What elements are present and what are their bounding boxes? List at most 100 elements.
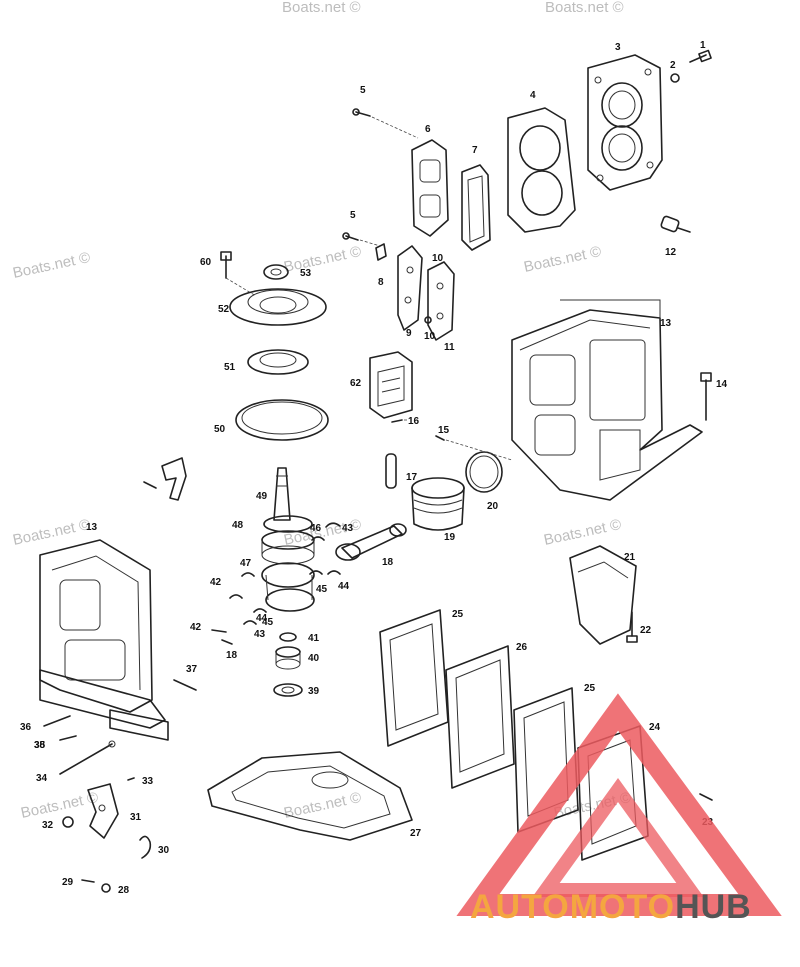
- part-label: 18: [226, 650, 238, 661]
- part-label: 43: [254, 629, 266, 640]
- part-label: 14: [716, 379, 728, 390]
- screw-33[interactable]: [127, 777, 135, 781]
- part-labels: 1 2 3 4 5 5 6 7 8 9 10 10 11 12 13 13 14…: [20, 40, 728, 896]
- screw-29[interactable]: [81, 879, 95, 883]
- bolt-52[interactable]: [220, 251, 257, 297]
- bolt-22[interactable]: [626, 611, 638, 643]
- part-label: 30: [158, 845, 170, 856]
- bearing-half-44-left[interactable]: [253, 608, 267, 613]
- part-label: 36: [20, 722, 32, 733]
- bearing-half-42-upper[interactable]: [325, 522, 341, 528]
- bearing-51[interactable]: [263, 264, 289, 280]
- part-label: 33: [142, 776, 154, 787]
- bearing-half-43-right[interactable]: [327, 570, 341, 575]
- o-ring-40[interactable]: [279, 632, 297, 642]
- screw-41[interactable]: [211, 629, 227, 633]
- bracket-8[interactable]: [375, 243, 387, 261]
- part-label: 8: [378, 277, 384, 288]
- bolt-5-upper[interactable]: [352, 108, 419, 139]
- bearing-46[interactable]: [261, 515, 315, 565]
- part-label: 27: [410, 828, 422, 839]
- part-label: 39: [308, 686, 320, 697]
- retainer-plate-50[interactable]: [229, 288, 327, 326]
- seal-38[interactable]: [273, 683, 303, 697]
- exhaust-cover-6[interactable]: [411, 139, 449, 237]
- part-label: 4: [530, 90, 536, 101]
- screw-62[interactable]: [143, 481, 157, 489]
- part-label: 19: [444, 532, 456, 543]
- screw-10[interactable]: [424, 316, 432, 324]
- logo-triangle: [456, 693, 782, 916]
- part-label: 18: [382, 557, 394, 568]
- part-label: 42: [190, 622, 202, 633]
- plate-25-right[interactable]: [513, 687, 579, 833]
- bolt-1[interactable]: [689, 49, 712, 63]
- screw-18-left[interactable]: [221, 639, 233, 645]
- bracket-31[interactable]: [87, 783, 119, 839]
- part-label: 29: [62, 877, 74, 888]
- pin-16[interactable]: [391, 419, 408, 423]
- reed-plate-11[interactable]: [427, 261, 455, 341]
- piston-19[interactable]: [411, 477, 465, 531]
- part-label: 25: [452, 609, 464, 620]
- part-label: 16: [408, 416, 420, 427]
- head-gasket-4[interactable]: [507, 107, 576, 233]
- part-label: 17: [406, 472, 418, 483]
- bearing-half-43-left[interactable]: [243, 620, 257, 625]
- part-label: 20: [487, 501, 499, 512]
- crankcase-left-13[interactable]: [39, 539, 169, 741]
- bearing-half-45-left[interactable]: [241, 572, 255, 577]
- plate-26[interactable]: [445, 645, 515, 789]
- part-label: 62: [350, 378, 362, 389]
- reed-plate-9[interactable]: [397, 245, 423, 331]
- part-label: 9: [406, 328, 412, 339]
- part-label: 32: [42, 820, 54, 831]
- logo-text-hub: HUB: [675, 888, 752, 926]
- part-label: 60: [200, 257, 212, 268]
- stud-15[interactable]: [435, 435, 513, 461]
- screw-23[interactable]: [699, 793, 713, 801]
- piston-ring-20[interactable]: [465, 451, 503, 493]
- part-label: 42: [210, 577, 222, 588]
- crankshaft-47[interactable]: [273, 467, 291, 521]
- thermostat-12[interactable]: [660, 215, 691, 233]
- automotohub-logo: AUTOMOTOHUB: [456, 693, 782, 926]
- screw-36[interactable]: [43, 715, 71, 727]
- gasket-7[interactable]: [461, 164, 491, 251]
- part-label: 37: [186, 664, 198, 675]
- part-label: 15: [438, 425, 450, 436]
- spring-30[interactable]: [139, 835, 152, 859]
- screw-35[interactable]: [59, 735, 77, 741]
- part-label: 41: [308, 633, 320, 644]
- bearing-half-45-upper[interactable]: [311, 536, 325, 541]
- bracket-60[interactable]: [161, 457, 187, 501]
- washer-2[interactable]: [670, 73, 680, 83]
- part-label: 1: [700, 40, 706, 51]
- part-label: 12: [665, 247, 677, 258]
- plate-25-left[interactable]: [379, 609, 449, 747]
- watermark: Boats.net ©: [522, 243, 602, 276]
- bolt-5-lower[interactable]: [342, 232, 381, 247]
- link-rod-34[interactable]: [59, 740, 116, 775]
- crank-web: [261, 562, 315, 612]
- crankcase-right-13[interactable]: [511, 299, 703, 501]
- stud-37[interactable]: [173, 679, 197, 691]
- washer-32[interactable]: [62, 816, 74, 828]
- part-label: 6: [425, 124, 431, 135]
- gasket-49[interactable]: [247, 349, 309, 375]
- connecting-rod-18[interactable]: [335, 523, 407, 561]
- nut-28[interactable]: [101, 883, 111, 893]
- part-label: 25: [584, 683, 596, 694]
- housing-21[interactable]: [569, 545, 637, 645]
- bearing-half-42-left[interactable]: [229, 594, 243, 599]
- bearing-half-44-right[interactable]: [309, 570, 323, 575]
- part-label: 40: [308, 653, 320, 664]
- piston-pin-17[interactable]: [385, 453, 397, 489]
- gasket-27[interactable]: [207, 751, 413, 841]
- bolt-14[interactable]: [700, 372, 712, 421]
- cylinder-head-cover-3[interactable]: [587, 54, 663, 191]
- bearing-39[interactable]: [275, 646, 301, 670]
- decal-box-53[interactable]: [369, 351, 413, 419]
- part-label: 52: [218, 304, 230, 315]
- o-ring-48[interactable]: [235, 399, 329, 441]
